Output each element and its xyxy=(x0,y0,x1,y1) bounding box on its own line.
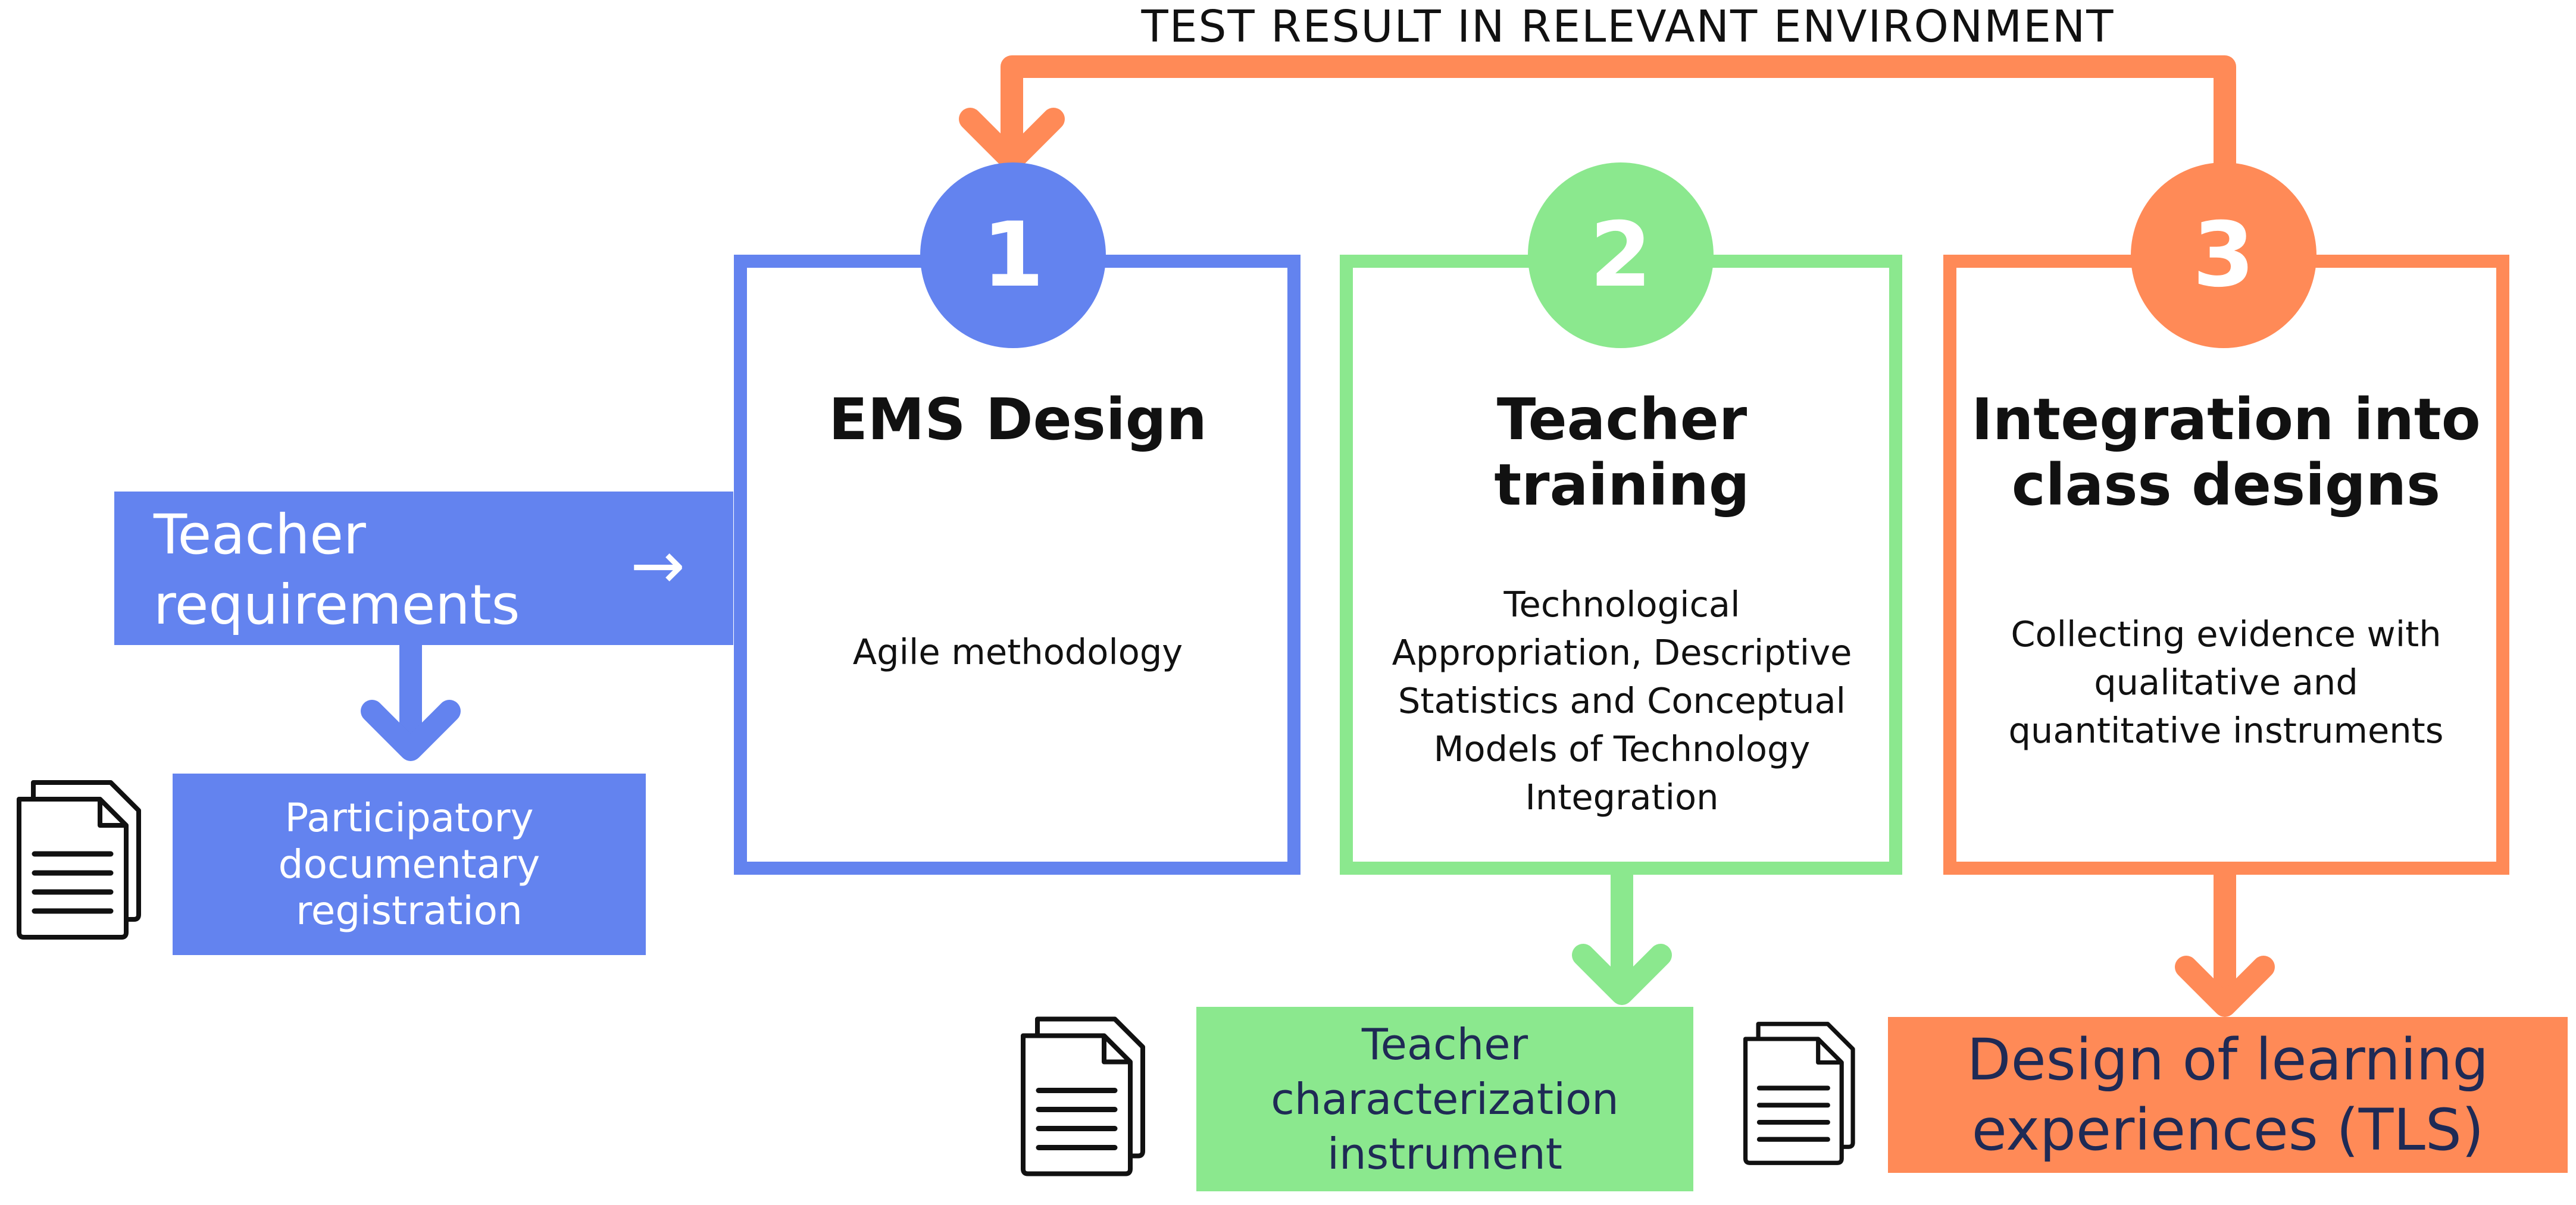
document-stack-icon xyxy=(17,780,141,940)
document-stack-icon xyxy=(1021,1016,1145,1176)
stage-1-number-badge: 1 xyxy=(920,162,1106,348)
stage-3-title: Integration into class designs xyxy=(1971,386,2481,518)
stage-2-number-badge: 2 xyxy=(1528,162,1714,348)
output-3-label: Design of learning experiences (TLS) xyxy=(1967,1026,2489,1163)
stage-3-description: Collecting evidence with qualitative and… xyxy=(2008,614,2444,751)
stage-2-box xyxy=(1340,255,1902,875)
stage-1-description: Agile methodology xyxy=(852,631,1183,672)
feedback-loop-arrow xyxy=(959,55,2236,190)
requirements-down-arrow xyxy=(361,634,461,761)
output-participatory-registration: Participatory documentary registration xyxy=(173,774,646,955)
teacher-requirements-box xyxy=(114,492,733,645)
document-stack-icon xyxy=(1743,1022,1855,1165)
stage-2-description: Technological Appropriation, Descriptive… xyxy=(1392,584,1852,818)
output-2-label: Teacher characterization instrument xyxy=(1271,1019,1619,1179)
stage-1-title: EMS Design xyxy=(829,386,1207,453)
feedback-loop-label: TEST RESULT IN RELEVANT ENVIRONMENT xyxy=(1141,1,2115,52)
output-learning-experiences: Design of learning experiences (TLS) xyxy=(1888,1017,2568,1173)
stage-2-title: Teacher training xyxy=(1494,386,1750,518)
output-teacher-characterization: Teacher characterization instrument xyxy=(1196,1007,1693,1191)
stage-3-number-badge: 3 xyxy=(2131,162,2316,348)
right-arrow-icon: → xyxy=(630,527,686,603)
training-down-arrow xyxy=(1572,863,1672,1005)
integration-down-arrow xyxy=(2175,863,2275,1017)
teacher-requirements-label: Teacher requirements xyxy=(154,503,520,637)
output-1-label: Participatory documentary registration xyxy=(278,794,540,934)
